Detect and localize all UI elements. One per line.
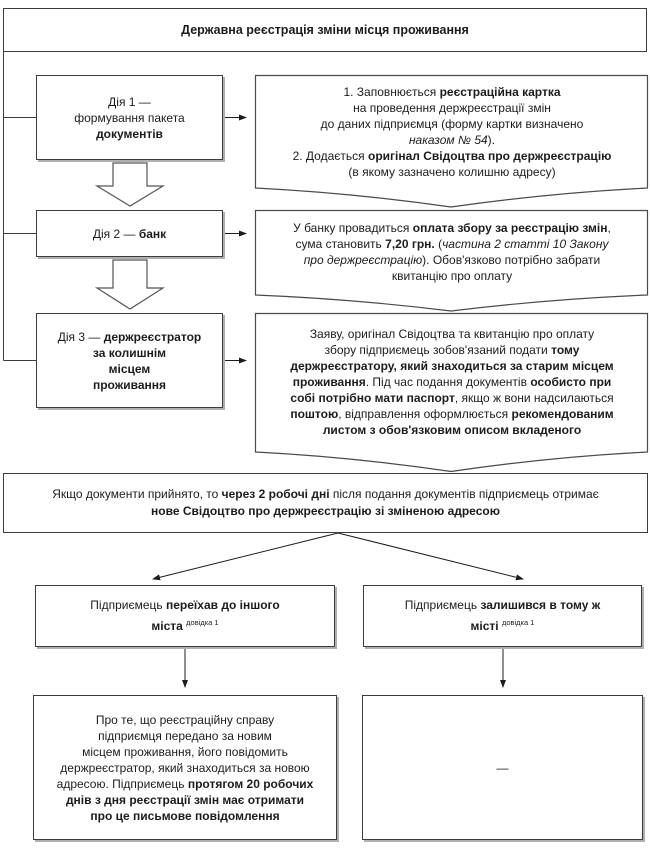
step-2-detail-text: У банку провадиться оплата збору за реєс… xyxy=(293,221,611,283)
split-arrow-left xyxy=(152,532,339,581)
outcome-stayed-text: — xyxy=(496,760,509,775)
block-arrow-step2-step3 xyxy=(94,259,166,310)
block-arrow-step1-step2 xyxy=(94,162,166,207)
result-box: Якщо документи прийнято, то через 2 робо… xyxy=(3,473,648,533)
split-arrow-right xyxy=(337,532,524,581)
diagram-title-box: Державна реєстрація зміни місця проживан… xyxy=(3,8,647,52)
step-2-label: Дія 2 — банк xyxy=(92,226,167,241)
step-2-detail: У банку провадиться оплата збору за реєс… xyxy=(262,213,642,291)
left-spine-connector xyxy=(3,52,36,361)
outcome-stayed-box: — xyxy=(362,695,643,840)
diagram-title: Державна реєстрація зміни місця проживан… xyxy=(181,23,469,37)
step-2-box: Дія 2 — банк xyxy=(36,210,223,257)
step-3-detail-text: Заяву, оригінал Свідоцтва та квитанцію п… xyxy=(290,327,614,437)
step-3-detail: Заяву, оригінал Свідоцтва та квитанцію п… xyxy=(262,317,642,447)
result-text: Якщо документи прийнято, то через 2 робо… xyxy=(52,487,599,518)
